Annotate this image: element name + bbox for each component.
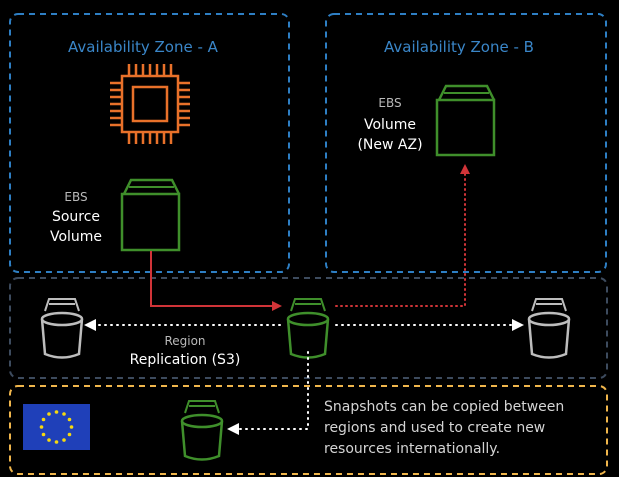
eu-star bbox=[62, 412, 66, 416]
replication-label: Replication (S3) bbox=[129, 352, 241, 368]
availability-zone-a-box bbox=[9, 13, 290, 273]
eu-star bbox=[47, 412, 51, 416]
availability-zone-b-box bbox=[325, 13, 607, 273]
s3-bucket-icon bbox=[286, 297, 330, 359]
ebs-volume-icon bbox=[435, 84, 496, 157]
eu-flag-icon bbox=[23, 404, 90, 450]
replication-label-small: Region bbox=[164, 334, 206, 348]
eu-star bbox=[41, 432, 46, 437]
global-box bbox=[9, 385, 608, 475]
cross-region-note: Snapshots can be copied between regions … bbox=[324, 399, 565, 457]
eu-star bbox=[39, 425, 44, 429]
eu-star bbox=[47, 438, 51, 442]
new-volume-label-2: (New AZ) bbox=[357, 137, 423, 153]
s3-bucket-icon bbox=[180, 399, 224, 461]
s3-bucket-icon bbox=[40, 297, 84, 359]
source-volume-label-2: Volume bbox=[49, 229, 103, 245]
snapshot-arrow bbox=[150, 251, 282, 311]
s3-bucket-icon bbox=[527, 297, 571, 359]
zone-a-title: Availability Zone - A bbox=[68, 38, 218, 56]
eu-star bbox=[67, 432, 72, 437]
eu-star bbox=[41, 417, 46, 422]
new-volume-label-1: Volume bbox=[363, 117, 417, 133]
eu-star bbox=[62, 438, 66, 442]
eu-star bbox=[67, 417, 72, 422]
eu-star bbox=[69, 425, 74, 429]
ebs-volume-icon bbox=[120, 178, 181, 252]
eu-star bbox=[54, 440, 59, 444]
restore-arrow bbox=[335, 164, 470, 307]
zone-b-title: Availability Zone - B bbox=[384, 38, 534, 56]
region-box bbox=[9, 277, 608, 379]
source-volume-type: EBS bbox=[64, 190, 88, 204]
cross-region-copy-arrow bbox=[227, 351, 309, 435]
source-volume-label-1: Source bbox=[51, 209, 101, 225]
new-volume-type: EBS bbox=[378, 96, 402, 110]
eu-star bbox=[54, 410, 59, 414]
ec2-instance-icon bbox=[110, 64, 190, 144]
